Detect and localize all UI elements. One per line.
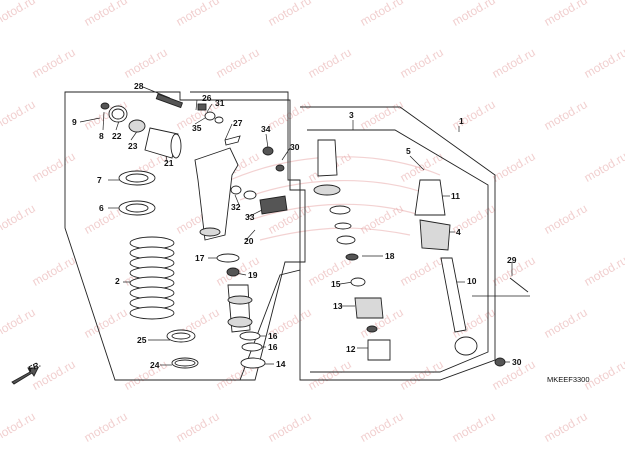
callout-5: 5 — [406, 146, 411, 156]
callout-24: 24 — [150, 360, 160, 370]
callout-labels: 1 2 3 4 5 6 7 8 9 10 11 12 13 14 15 16 1… — [72, 81, 522, 370]
callout-10: 10 — [467, 276, 477, 286]
callout-33: 33 — [245, 212, 255, 222]
reservoir-parts — [100, 93, 184, 159]
callout-19: 19 — [248, 270, 258, 280]
callout-28: 28 — [134, 81, 144, 91]
callout-22: 22 — [112, 131, 122, 141]
callout-16a: 16 — [268, 331, 278, 341]
callout-27: 27 — [233, 118, 243, 128]
front-direction-arrow: FR. — [11, 360, 43, 385]
callout-8: 8 — [99, 131, 104, 141]
ring-24 — [171, 357, 199, 369]
callout-35: 35 — [192, 123, 202, 133]
callout-25: 25 — [137, 335, 147, 345]
callout-32: 32 — [231, 202, 241, 212]
callout-4: 4 — [456, 227, 461, 237]
shock-rod-10 — [414, 179, 529, 367]
callout-30a: 30 — [290, 142, 300, 152]
lock-nut-7 — [118, 170, 156, 186]
adjuster-nut-6 — [118, 200, 156, 216]
callout-26: 26 — [202, 93, 212, 103]
callout-23: 23 — [128, 141, 138, 151]
callout-12: 12 — [346, 344, 356, 354]
callout-29: 29 — [507, 255, 517, 265]
callout-17: 17 — [195, 253, 205, 263]
callout-20: 20 — [244, 236, 254, 246]
callout-15: 15 — [331, 279, 341, 289]
honda-wing-watermark — [229, 156, 441, 241]
valve-stack — [313, 139, 391, 361]
callout-2: 2 — [115, 276, 120, 286]
diagram-code: MKEEF3300 — [547, 375, 590, 384]
callout-11: 11 — [451, 191, 460, 201]
frame-main-assembly — [64, 91, 306, 381]
callout-30b: 30 — [512, 357, 522, 367]
shock-body-20 — [194, 103, 288, 241]
frame-1 — [299, 106, 496, 381]
callout-14: 14 — [276, 359, 286, 369]
callout-6: 6 — [99, 203, 104, 213]
callout-7: 7 — [97, 175, 102, 185]
direction-label: FR. — [27, 360, 43, 374]
callout-31: 31 — [215, 98, 225, 108]
damper-rod-stack — [216, 253, 266, 369]
callout-16b: 16 — [268, 342, 278, 352]
ring-25 — [166, 329, 196, 343]
callout-18: 18 — [385, 251, 395, 261]
callout-21: 21 — [164, 158, 174, 168]
frame-3 — [307, 129, 489, 373]
callout-34: 34 — [261, 124, 271, 134]
callout-13: 13 — [333, 301, 343, 311]
spring-2 — [129, 236, 175, 320]
callout-9: 9 — [72, 117, 77, 127]
callout-1: 1 — [459, 116, 464, 126]
callout-3: 3 — [349, 110, 354, 120]
